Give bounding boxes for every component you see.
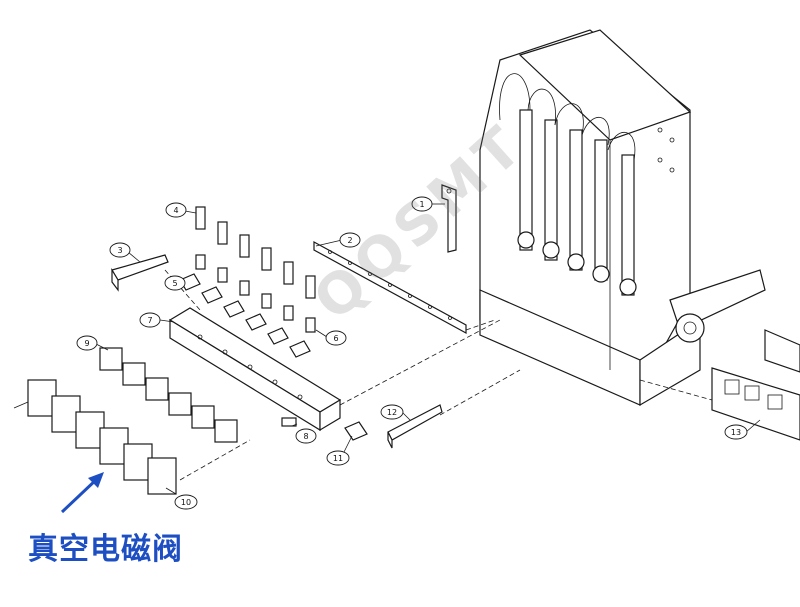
callout-12: 12 [380, 404, 411, 421]
rail-2 [313, 240, 467, 335]
small-parts [281, 404, 443, 449]
manifold-7 [168, 307, 342, 432]
callout-4: 4 [165, 202, 197, 218]
callout-13: 13 [724, 419, 761, 440]
svg-text:3: 3 [117, 246, 122, 255]
svg-text:6: 6 [333, 334, 338, 343]
svg-text:9: 9 [84, 339, 89, 348]
callout-2: 2 [315, 232, 361, 248]
svg-text:4: 4 [173, 206, 178, 215]
solenoid-valves-10 [13, 379, 177, 495]
caption-label: 真空电磁阀 [28, 532, 183, 567]
pointer-arrow [60, 472, 104, 514]
plate-13 [711, 329, 800, 441]
fittings-row [179, 206, 316, 358]
callout-3: 3 [109, 242, 141, 263]
bracket-1 [441, 184, 457, 253]
bracket-3 [111, 254, 169, 292]
callout-10: 10 [165, 487, 198, 510]
callout-11: 11 [326, 435, 353, 466]
svg-text:5: 5 [172, 279, 177, 288]
valve-blocks-9 [99, 347, 238, 443]
callout-9: 9 [76, 335, 109, 351]
svg-text:13: 13 [731, 428, 741, 437]
svg-text:1: 1 [419, 200, 424, 209]
callout-6: 6 [315, 329, 347, 346]
callout-7: 7 [139, 312, 175, 328]
callouts: 1 2 3 4 5 6 7 8 9 10 11 12 13 [76, 196, 761, 510]
svg-text:2: 2 [347, 236, 352, 245]
callout-8: 8 [291, 423, 317, 444]
svg-text:8: 8 [303, 432, 308, 441]
callout-5: 5 [164, 275, 186, 291]
head-assembly [479, 29, 766, 407]
callout-1: 1 [411, 196, 445, 212]
svg-text:10: 10 [181, 498, 191, 507]
svg-text:12: 12 [387, 408, 397, 417]
svg-text:7: 7 [147, 316, 152, 325]
svg-text:11: 11 [333, 454, 343, 463]
